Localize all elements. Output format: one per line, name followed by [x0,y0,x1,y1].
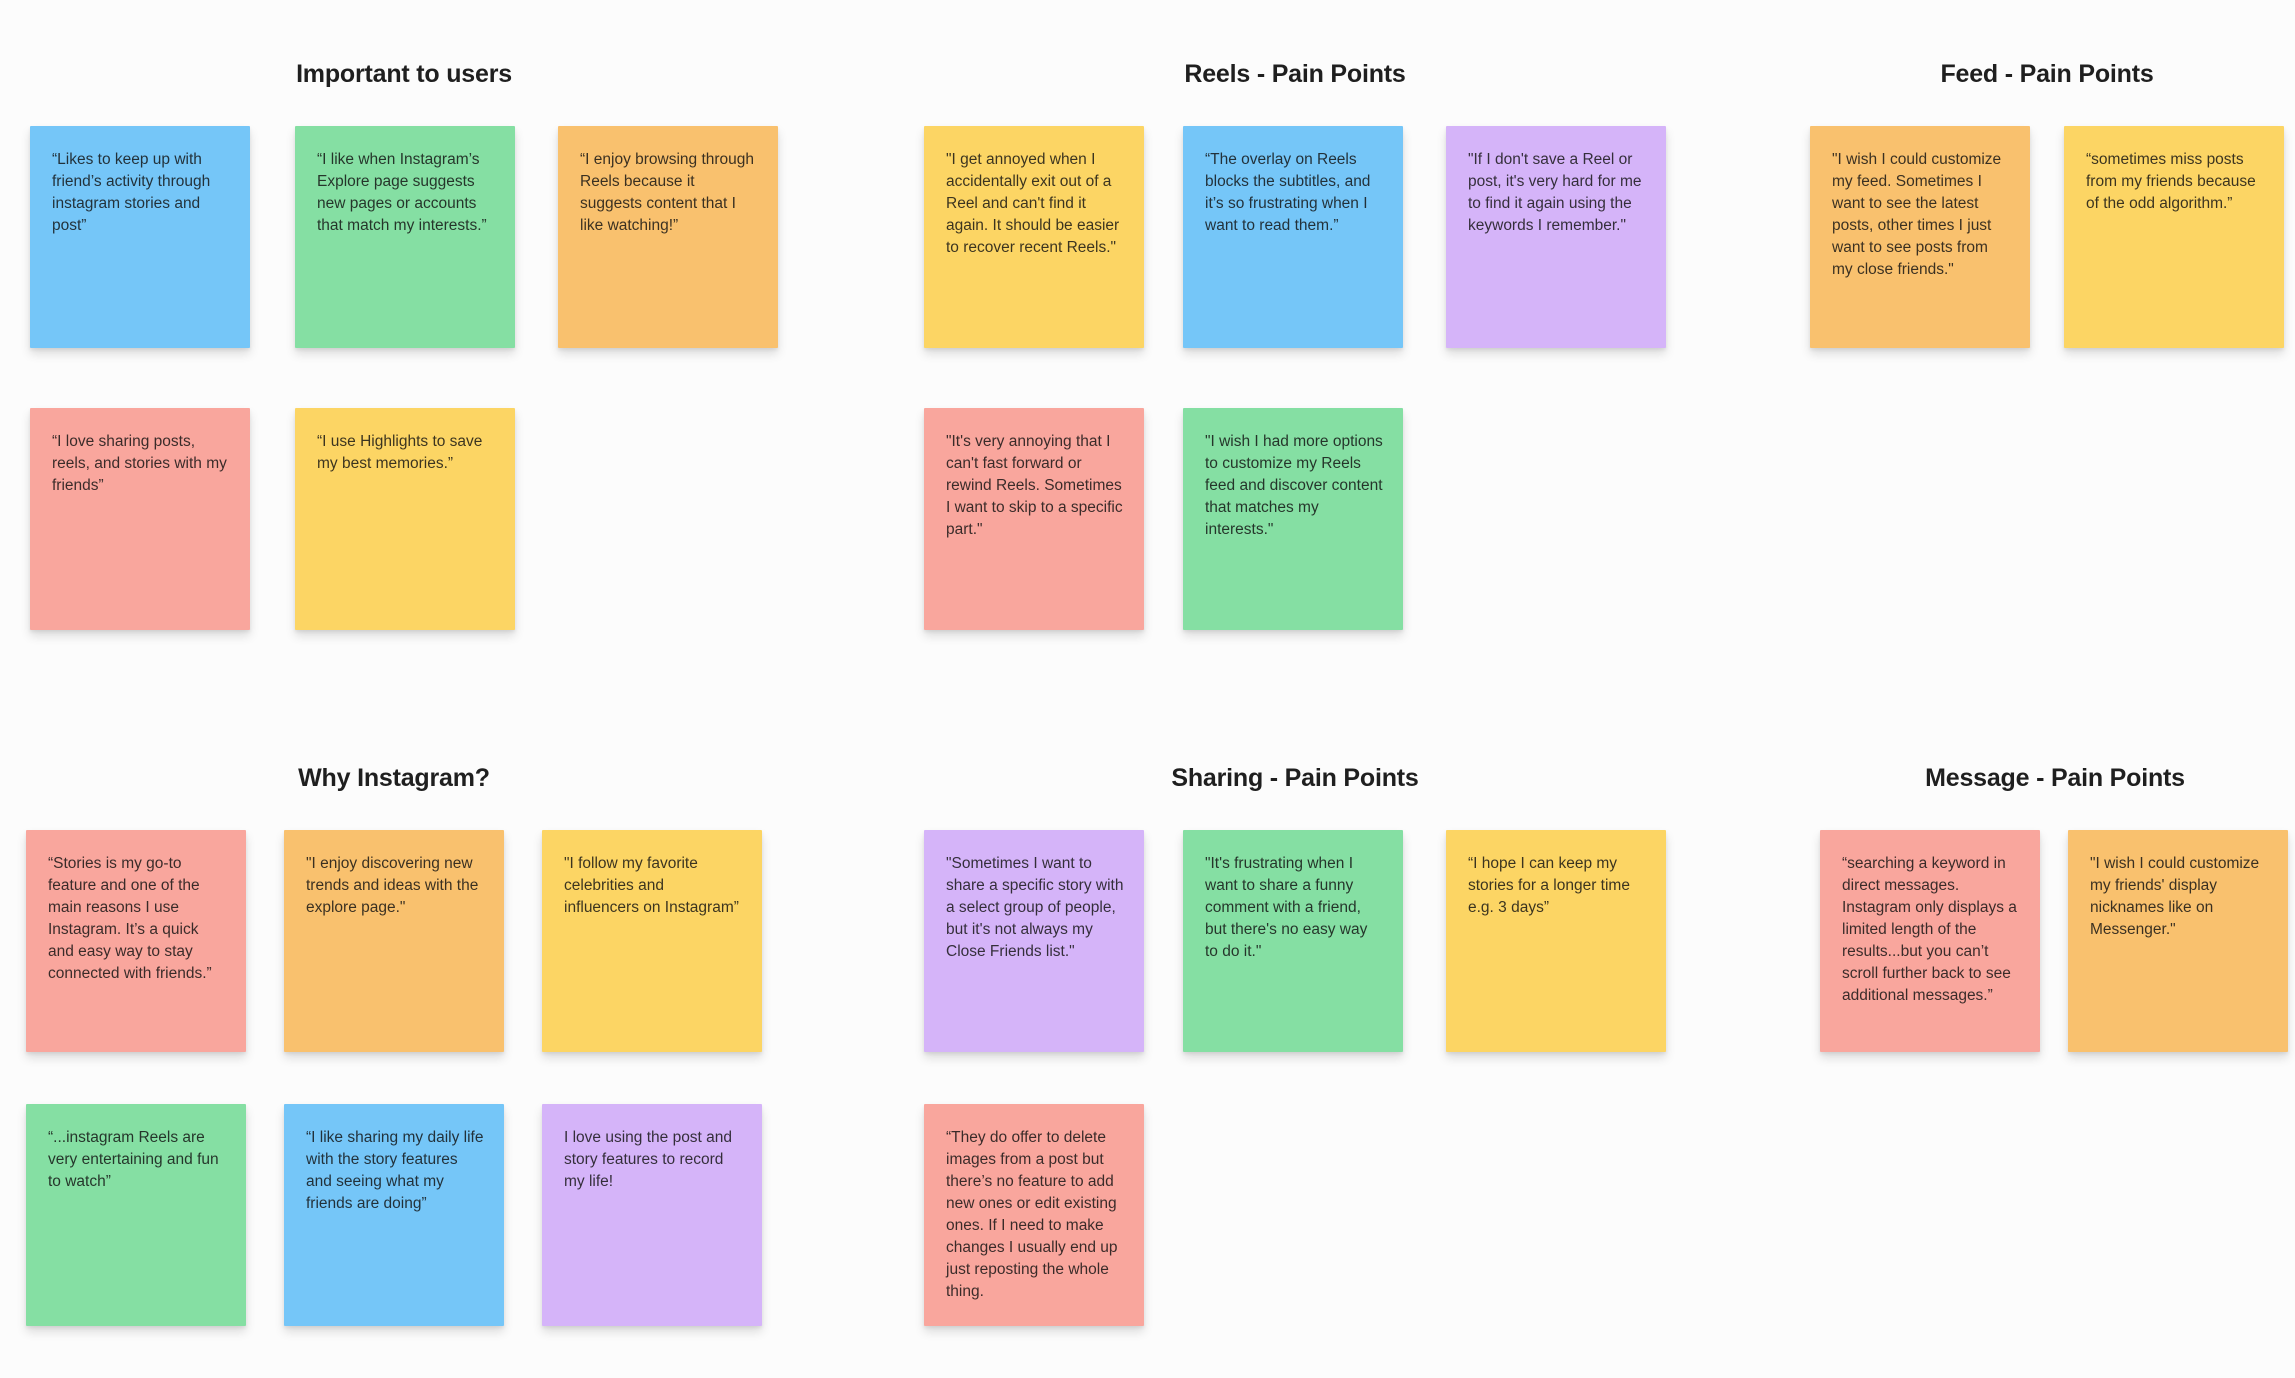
section-title-sharing-pain-points[interactable]: Sharing - Pain Points [1171,764,1419,792]
sticky-note[interactable]: “I hope I can keep my stories for a long… [1446,830,1666,1052]
sticky-note-text: “I like when Instagram’s Explore page su… [317,151,487,234]
sticky-note[interactable]: “I like sharing my daily life with the s… [284,1104,504,1326]
sticky-note[interactable]: "Sometimes I want to share a specific st… [924,830,1144,1052]
sticky-note-text: “sometimes miss posts from my friends be… [2086,151,2256,212]
sticky-note[interactable]: “They do offer to delete images from a p… [924,1104,1144,1326]
sticky-note-text: “searching a keyword in direct messages.… [1842,855,2017,1004]
sticky-note[interactable]: “...instagram Reels are very entertainin… [26,1104,246,1326]
sticky-note-text: "I get annoyed when I accidentally exit … [946,151,1120,256]
sticky-note-text: “I hope I can keep my stories for a long… [1468,855,1630,916]
sticky-note-text: "It's very annoying that I can't fast fo… [946,433,1123,538]
sticky-note-text: "I follow my favorite celebrities and in… [564,855,739,916]
sticky-note[interactable]: "If I don't save a Reel or post, it's ve… [1446,126,1666,348]
sticky-note[interactable]: “sometimes miss posts from my friends be… [2064,126,2284,348]
sticky-note-text: "I wish I could customize my feed. Somet… [1832,151,2002,278]
sticky-note[interactable]: "I follow my favorite celebrities and in… [542,830,762,1052]
sticky-note[interactable]: “I enjoy browsing through Reels because … [558,126,778,348]
sticky-note[interactable]: "I wish I could customize my feed. Somet… [1810,126,2030,348]
sticky-note-text: “I love sharing posts, reels, and storie… [52,433,227,494]
sticky-note[interactable]: "I wish I had more options to customize … [1183,408,1403,630]
sticky-note-text: “...instagram Reels are very entertainin… [48,1129,219,1190]
sticky-note-text: "It's frustrating when I want to share a… [1205,855,1368,960]
section-title-why-instagram[interactable]: Why Instagram? [298,764,490,792]
section-title-message-pain-points[interactable]: Message - Pain Points [1925,764,2185,792]
sticky-note[interactable]: “Stories is my go-to feature and one of … [26,830,246,1052]
sticky-note[interactable]: “The overlay on Reels blocks the subtitl… [1183,126,1403,348]
sticky-note[interactable]: "I wish I could customize my friends' di… [2068,830,2288,1052]
sticky-note[interactable]: “Likes to keep up with friend’s activity… [30,126,250,348]
sticky-note[interactable]: “I like when Instagram’s Explore page su… [295,126,515,348]
sticky-note[interactable]: "It's very annoying that I can't fast fo… [924,408,1144,630]
sticky-note-text: "I enjoy discovering new trends and idea… [306,855,479,916]
sticky-note-text: “The overlay on Reels blocks the subtitl… [1205,151,1371,234]
section-title-feed-pain-points[interactable]: Feed - Pain Points [1940,60,2154,88]
sticky-note[interactable]: "I get annoyed when I accidentally exit … [924,126,1144,348]
sticky-note[interactable]: "It's frustrating when I want to share a… [1183,830,1403,1052]
sticky-note-text: "I wish I could customize my friends' di… [2090,855,2260,938]
sticky-note-text: "Sometimes I want to share a specific st… [946,855,1124,960]
sticky-note-text: I love using the post and story features… [564,1129,733,1190]
sticky-note-text: “Stories is my go-to feature and one of … [48,855,212,982]
sticky-note-text: "I wish I had more options to customize … [1205,433,1383,538]
sticky-note-text: “Likes to keep up with friend’s activity… [52,151,211,234]
sticky-note-text: “They do offer to delete images from a p… [946,1129,1118,1300]
sticky-note-text: “I enjoy browsing through Reels because … [580,151,755,234]
section-title-reels-pain-points[interactable]: Reels - Pain Points [1184,60,1406,88]
sticky-note-text: “I like sharing my daily life with the s… [306,1129,484,1212]
sticky-note-text: “I use Highlights to save my best memori… [317,433,483,472]
section-title-important-to-users[interactable]: Important to users [296,60,512,88]
sticky-note[interactable]: “searching a keyword in direct messages.… [1820,830,2040,1052]
sticky-note[interactable]: I love using the post and story features… [542,1104,762,1326]
sticky-note[interactable]: “I love sharing posts, reels, and storie… [30,408,250,630]
sticky-note[interactable]: “I use Highlights to save my best memori… [295,408,515,630]
sticky-note-text: "If I don't save a Reel or post, it's ve… [1468,151,1642,234]
sticky-note[interactable]: "I enjoy discovering new trends and idea… [284,830,504,1052]
